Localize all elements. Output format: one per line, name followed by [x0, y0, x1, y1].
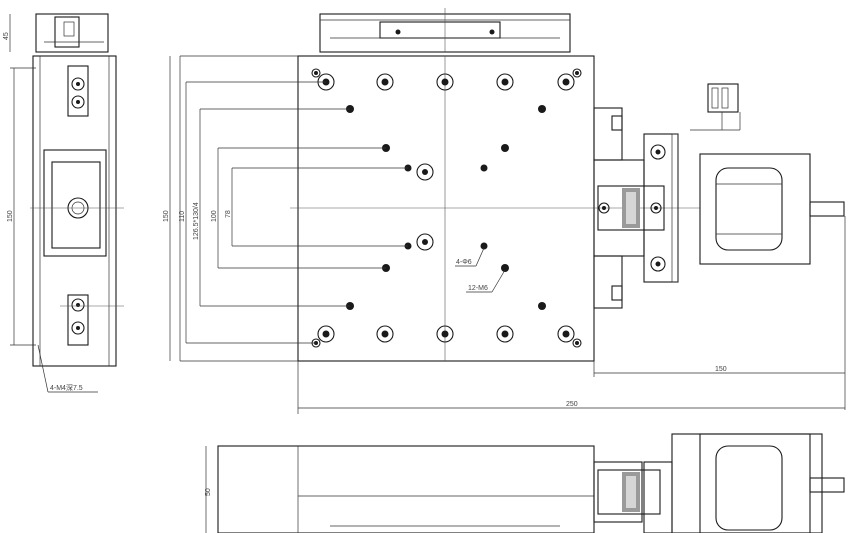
side-note-label: 4-M4深7.5: [50, 383, 83, 392]
top-height-b-label: 126.5*130/4: [193, 202, 200, 240]
side-height-small-label: 45: [3, 32, 10, 40]
width-motor-label: 150: [715, 366, 727, 373]
width-total-label: 250: [566, 401, 578, 408]
width-dimensions: 150 250: [297, 216, 846, 414]
front-view: 50: [205, 433, 845, 533]
front-height-label: 50: [205, 488, 212, 496]
side-height-total-label: 150: [7, 210, 14, 222]
top-height-a-label: 110: [179, 211, 186, 222]
hole-note-1-label: 4-Φ6: [456, 259, 472, 266]
side-view: 45 150 4-M4深7.5: [3, 13, 124, 393]
top-height-total-label: 150: [163, 210, 170, 222]
top-height-d-label: 78: [225, 210, 232, 218]
mounting-holes: [311, 68, 582, 348]
top-rail: [319, 8, 571, 53]
motor-assembly: [593, 83, 845, 309]
top-height-c-label: 100: [211, 210, 218, 222]
hole-note-2-label: 12-M6: [468, 285, 488, 292]
top-view-dimensions: 150 110 126.5*130/4 100 78: [163, 55, 408, 362]
